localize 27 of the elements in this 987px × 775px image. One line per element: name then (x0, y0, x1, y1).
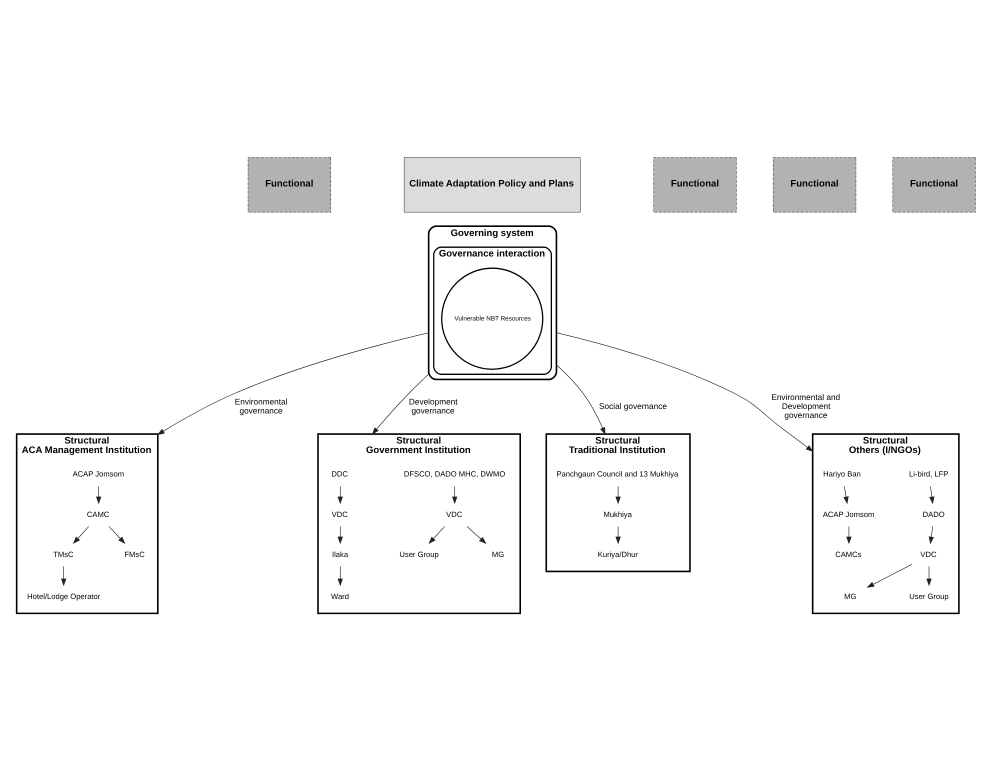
arrow (338, 566, 343, 586)
node-box: Functional (653, 156, 737, 212)
arrow (72, 526, 90, 544)
arrow (556, 364, 606, 434)
arrow (338, 526, 343, 544)
arrow (926, 566, 932, 586)
node-box: Functional (772, 156, 856, 212)
arrow (929, 486, 934, 504)
arrow (372, 373, 429, 434)
arrow (338, 486, 343, 504)
arrow (452, 486, 458, 504)
arrow (928, 526, 934, 544)
node-box: Functional (248, 156, 332, 212)
arrow (96, 486, 102, 504)
arrow (156, 332, 429, 435)
arrow (61, 566, 66, 586)
arrow (428, 526, 445, 544)
arrow (615, 526, 621, 544)
node-box: Functional (892, 156, 976, 212)
arrow (615, 486, 621, 504)
arrow (843, 486, 849, 504)
arrow (866, 564, 912, 588)
arrow (466, 526, 486, 544)
arrow (556, 332, 814, 452)
arrow (846, 526, 852, 544)
arrow (108, 526, 126, 544)
node-box: Climate Adaptation Policy and Plans (404, 156, 581, 212)
